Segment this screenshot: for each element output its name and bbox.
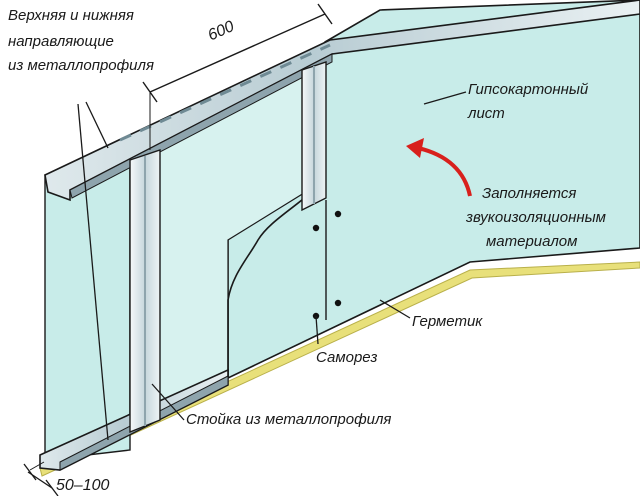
leader-sheet [423,91,467,105]
dim-bottom-label: 50–100 [56,477,110,494]
screw-4 [334,299,342,307]
leader-rails-top [85,101,109,149]
leader-rails-bottom [77,103,109,441]
leader-sealant [379,299,411,319]
fill-label-line-3: материалом [486,233,578,250]
top-rail-highlight [119,43,331,142]
leader-screw [315,315,319,345]
fill-label-line-2: звукоизоляционным [466,209,606,226]
sealant-label: Герметик [412,313,483,330]
screw-1 [312,224,320,232]
rails-label-line-2: направляющие [8,33,114,50]
rails-label-line-3: из металлопрофиля [8,57,154,74]
sealant-strip [39,261,640,477]
stud-label: Стойка из металлопрофиля [186,411,392,428]
insulation-arrow [417,146,472,197]
sheet-label-line-1: Гипсокартонный [468,81,589,98]
fill-label-line-1: Заполняется [482,185,577,202]
screw-2 [334,210,342,218]
screw-label: Саморез [316,349,378,366]
dim-600-line [149,13,326,93]
leader-stud [151,383,185,421]
sheet-label-line-2: лист [468,105,505,122]
rails-label-line-1: Верхняя и нижняя [8,7,134,24]
